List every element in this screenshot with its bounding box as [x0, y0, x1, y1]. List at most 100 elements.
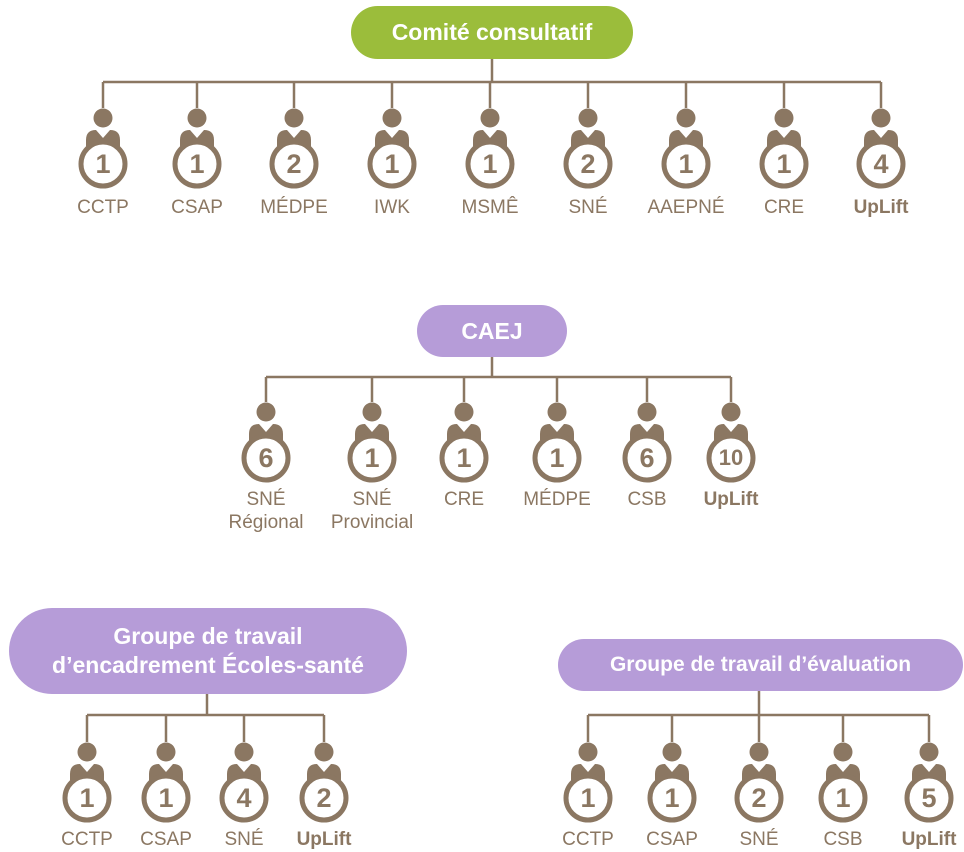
member-label: CSB: [823, 829, 863, 850]
member-count: 1: [364, 442, 380, 473]
member-count: 1: [580, 782, 596, 813]
person-head: [382, 108, 402, 128]
person-head: [833, 742, 853, 762]
person-head: [284, 108, 304, 128]
count-ring: [818, 773, 868, 823]
count-ring: [661, 139, 711, 189]
member-count: 1: [776, 148, 792, 179]
member-label: SNÉ: [224, 829, 264, 850]
member-label: MÉDPE: [260, 197, 328, 218]
person-head: [256, 402, 276, 422]
person-icon: [78, 108, 128, 189]
member-count: 2: [751, 782, 767, 813]
person-head: [77, 742, 97, 762]
person-head: [637, 402, 657, 422]
member-count: 1: [79, 782, 95, 813]
group-title: Comité consultatif: [351, 6, 633, 59]
person-head: [314, 742, 334, 762]
member-label: IWK: [374, 197, 410, 218]
member-count: 1: [189, 148, 205, 179]
member-label: SNÉ Régional: [228, 489, 304, 533]
member-count: 1: [549, 442, 565, 473]
group-title: Groupe de travail d’encadrement Écoles-s…: [9, 608, 407, 694]
person-head: [919, 742, 939, 762]
member-label: UpLift: [703, 489, 759, 510]
member-count: 5: [921, 782, 937, 813]
member-label: MÉDPE: [523, 489, 591, 510]
person-head: [547, 402, 567, 422]
count-ring: [219, 773, 269, 823]
member-label: CSB: [627, 489, 667, 510]
member-label: SNÉ: [568, 197, 608, 218]
member-label: CCTP: [562, 829, 614, 850]
person-head: [871, 108, 891, 128]
group-title: Groupe de travail d’évaluation: [558, 639, 963, 691]
person-head: [578, 108, 598, 128]
member-count: 2: [580, 148, 596, 179]
member-count: 1: [456, 442, 472, 473]
person-icon: [706, 402, 756, 483]
member-count: 1: [678, 148, 694, 179]
member-label: CCTP: [77, 197, 129, 218]
person-icon: [818, 742, 868, 823]
member-label: AAEPNÉ: [647, 197, 725, 218]
person-icon: [141, 742, 191, 823]
member-count: 4: [236, 782, 252, 813]
person-head: [676, 108, 696, 128]
count-ring: [622, 433, 672, 483]
person-icon: [563, 742, 613, 823]
member-label: CSAP: [140, 829, 192, 850]
member-count: 6: [639, 442, 655, 473]
count-ring: [172, 139, 222, 189]
person-head: [578, 742, 598, 762]
member-label: CSAP: [171, 197, 223, 218]
count-ring: [241, 433, 291, 483]
person-head: [93, 108, 113, 128]
person-head: [454, 402, 474, 422]
person-icon: [734, 742, 784, 823]
count-ring: [532, 433, 582, 483]
member-count: 10: [718, 444, 744, 470]
count-ring: [299, 773, 349, 823]
count-ring: [563, 139, 613, 189]
person-icon: [62, 742, 112, 823]
person-icon: [647, 742, 697, 823]
count-ring: [439, 433, 489, 483]
person-head: [662, 742, 682, 762]
person-icon: [299, 742, 349, 823]
person-icon: [563, 108, 613, 189]
person-icon: [347, 402, 397, 483]
member-count: 1: [664, 782, 680, 813]
count-ring: [759, 139, 809, 189]
person-head: [187, 108, 207, 128]
member-count: 1: [384, 148, 400, 179]
person-icon: [856, 108, 906, 189]
count-ring: [367, 139, 417, 189]
person-icon: [172, 108, 222, 189]
person-head: [749, 742, 769, 762]
count-ring: [856, 139, 906, 189]
group-title: CAEJ: [417, 305, 567, 357]
person-head: [234, 742, 254, 762]
member-label: CSAP: [646, 829, 698, 850]
count-ring: [563, 773, 613, 823]
count-ring: [647, 773, 697, 823]
member-label: UpLift: [901, 829, 957, 850]
member-count: 2: [316, 782, 332, 813]
person-icon: [367, 108, 417, 189]
person-icon: [904, 742, 954, 823]
person-icon: [241, 402, 291, 483]
person-icon: [661, 108, 711, 189]
member-count: 1: [835, 782, 851, 813]
person-icon: [759, 108, 809, 189]
member-label: UpLift: [853, 197, 909, 218]
count-ring: [465, 139, 515, 189]
person-icon: [622, 402, 672, 483]
count-ring: [141, 773, 191, 823]
count-ring: [904, 773, 954, 823]
member-label: SNÉ Provincial: [330, 489, 414, 533]
member-label: UpLift: [296, 829, 352, 850]
person-icon: [465, 108, 515, 189]
